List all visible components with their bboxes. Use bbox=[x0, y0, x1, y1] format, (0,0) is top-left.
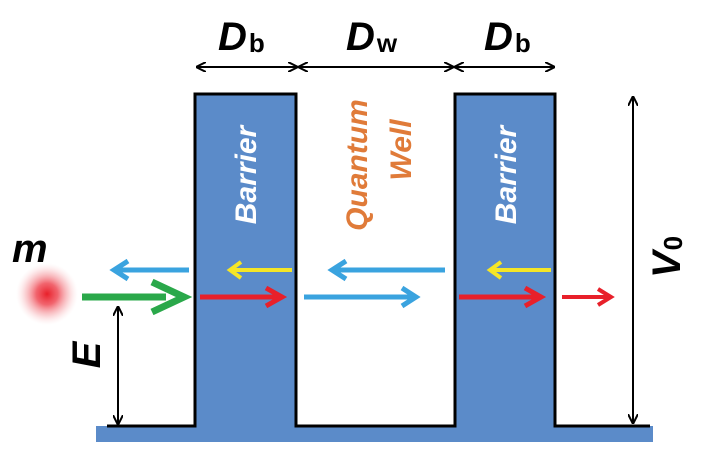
particle-glow bbox=[16, 263, 78, 325]
barrier-left-reflect-arrow bbox=[226, 260, 292, 280]
substrate-base bbox=[96, 426, 653, 442]
well-transmit-arrow bbox=[304, 285, 421, 309]
incident-arrow bbox=[82, 278, 193, 316]
barrier-left-label: Barrier bbox=[230, 123, 263, 224]
quantum-well-label-line2: Well bbox=[385, 119, 418, 181]
v0-label: V0 bbox=[645, 236, 689, 278]
barrier-right-transmit-arrow bbox=[459, 285, 547, 309]
db-right-label: Db bbox=[484, 15, 531, 59]
reflected-arrow-outer bbox=[109, 258, 189, 282]
barrier-right bbox=[455, 94, 555, 428]
well-reflect-arrow bbox=[327, 258, 445, 282]
energy-label: E bbox=[65, 340, 109, 368]
transmitted-arrow-outer bbox=[562, 287, 615, 307]
barrier-right-label: Barrier bbox=[490, 123, 523, 224]
barrier-left-transmit-arrow bbox=[200, 285, 288, 309]
potential-profile bbox=[107, 92, 650, 428]
quantum-well-label-line1: Quantum bbox=[341, 99, 374, 231]
mass-label: m bbox=[12, 227, 48, 271]
barrier-right-reflect-arrow bbox=[486, 260, 551, 280]
db-left-label: Db bbox=[218, 15, 265, 59]
dw-label: Dw bbox=[346, 15, 398, 59]
barrier-left bbox=[195, 94, 296, 428]
